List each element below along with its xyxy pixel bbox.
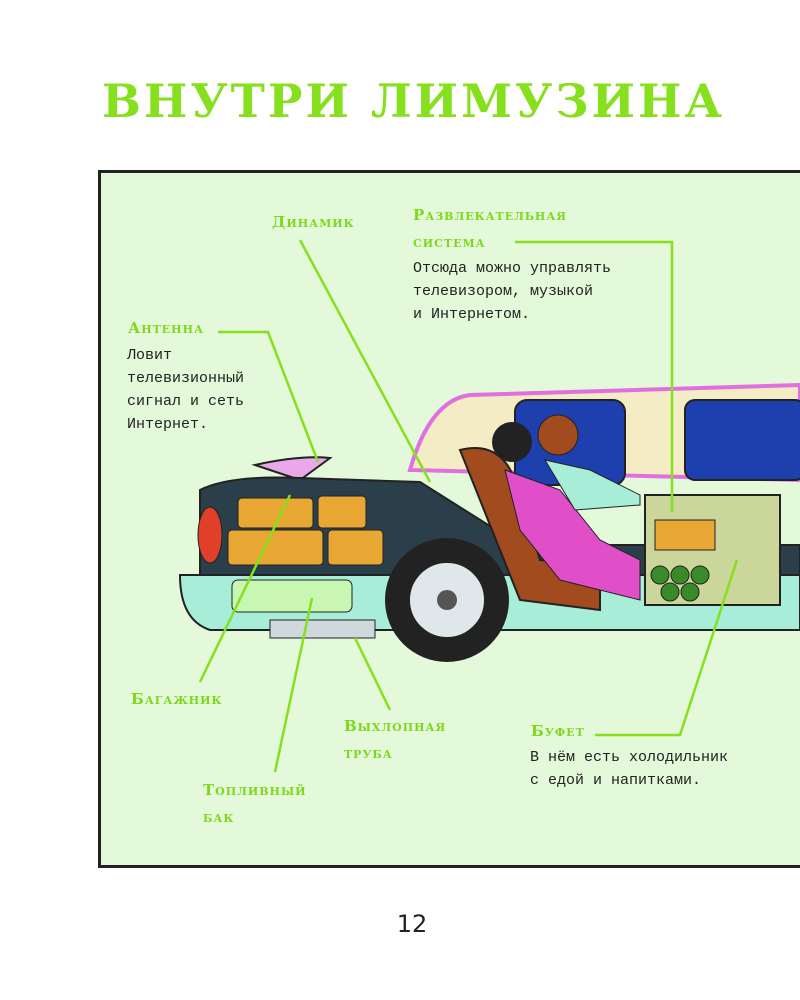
fuel-tank xyxy=(231,579,353,613)
leader-antenna xyxy=(218,330,320,463)
antenna-description: Ловит телевизионный сигнал и сеть Интерн… xyxy=(127,347,245,433)
leader-buffet xyxy=(595,559,739,737)
label-antenna: Антенна xyxy=(128,319,204,337)
page-title: ВНУТРИ ЛИМУЗИНА xyxy=(102,74,725,128)
label-exhaust-line2: труба xyxy=(344,744,393,762)
suitcase xyxy=(327,529,384,566)
wheel-center xyxy=(437,590,457,610)
label-entertainment-line1: Развлекательная xyxy=(413,206,567,224)
entertainment-console xyxy=(654,519,716,551)
passenger-head xyxy=(537,414,579,456)
suitcase xyxy=(227,529,324,566)
passenger-head xyxy=(492,422,532,462)
leader-exhaust xyxy=(353,637,392,711)
tail-light xyxy=(197,506,223,564)
suitcase xyxy=(317,495,367,529)
label-speaker: Динамик xyxy=(272,213,355,231)
label-buffet: Буфет xyxy=(531,722,585,740)
antenna-fin xyxy=(251,456,333,482)
leader-fuel-tank xyxy=(273,597,314,773)
passenger-body xyxy=(543,459,641,511)
rear-window xyxy=(684,399,800,481)
label-exhaust-line1: Выхлопная xyxy=(344,717,447,735)
label-entertainment-line2: система xyxy=(413,233,486,251)
leader-trunk xyxy=(198,494,292,683)
buffet-description: В нём есть холодильник с едой и напиткам… xyxy=(530,749,729,789)
label-fuel-tank-line1: Топливный xyxy=(203,781,307,799)
leader-lines xyxy=(198,239,739,773)
bottles xyxy=(650,565,710,602)
label-fuel-tank-line2: бак xyxy=(203,808,235,826)
page-number: 12 xyxy=(396,910,428,938)
leader-speaker xyxy=(298,239,432,483)
label-trunk: Багажник xyxy=(131,690,223,708)
exhaust-pipe xyxy=(269,619,376,639)
passenger-body xyxy=(504,469,641,601)
entertainment-description: Отсюда можно управлять телевизором, музы… xyxy=(413,260,612,323)
leader-entertainment xyxy=(515,240,674,512)
